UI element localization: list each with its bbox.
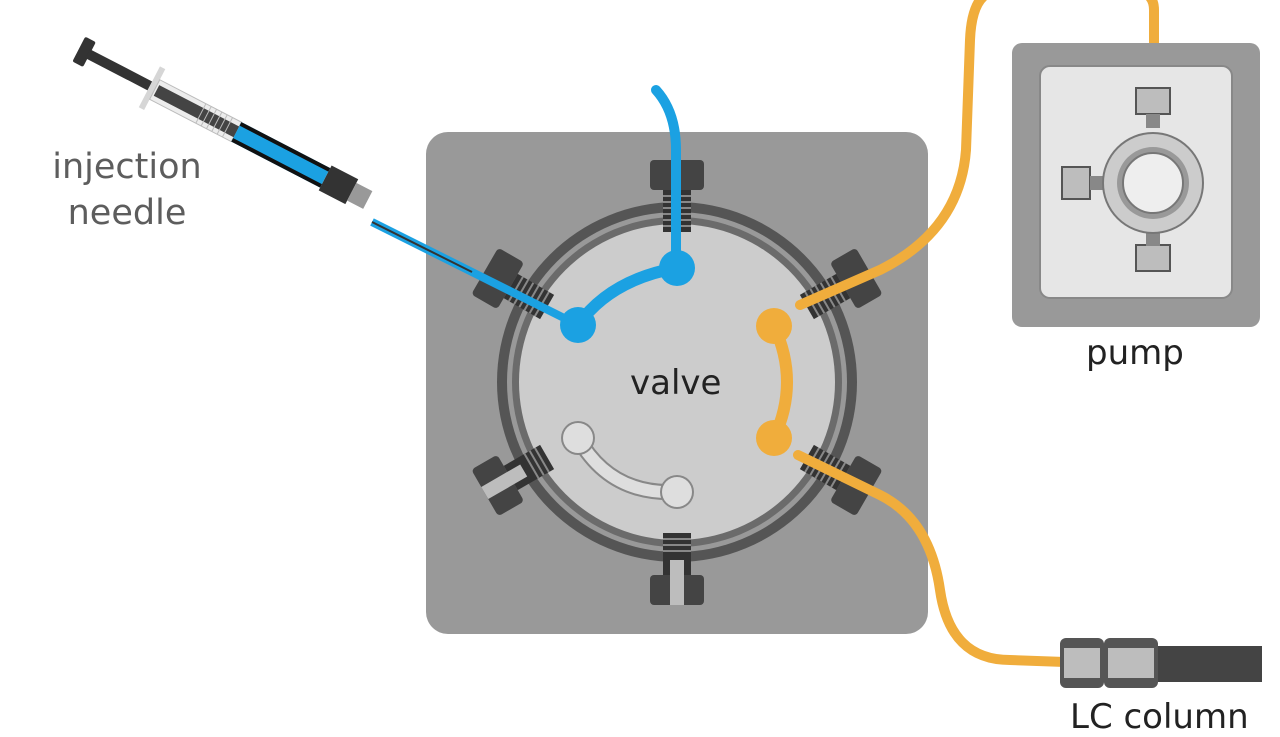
sample-line bbox=[370, 85, 695, 343]
valve-label: valve bbox=[630, 363, 722, 403]
pump-label: pump bbox=[1086, 333, 1184, 373]
pump-head-icon bbox=[1012, 43, 1260, 327]
rotor-groove-inactive bbox=[561, 421, 694, 509]
valve-diagram bbox=[73, 0, 1262, 688]
syringe-icon bbox=[73, 37, 373, 209]
mobile-phase-line bbox=[756, 0, 1159, 667]
column-label: LC column bbox=[1070, 697, 1249, 737]
injection-needle-label-line1: injection bbox=[52, 147, 202, 187]
column-icon bbox=[1060, 638, 1262, 688]
injection-needle-label: injection needle bbox=[46, 144, 208, 236]
port-fitting-bottom bbox=[650, 533, 704, 605]
injection-needle-label-line2: needle bbox=[67, 193, 187, 233]
port-fitting-lower-left bbox=[472, 444, 555, 515]
